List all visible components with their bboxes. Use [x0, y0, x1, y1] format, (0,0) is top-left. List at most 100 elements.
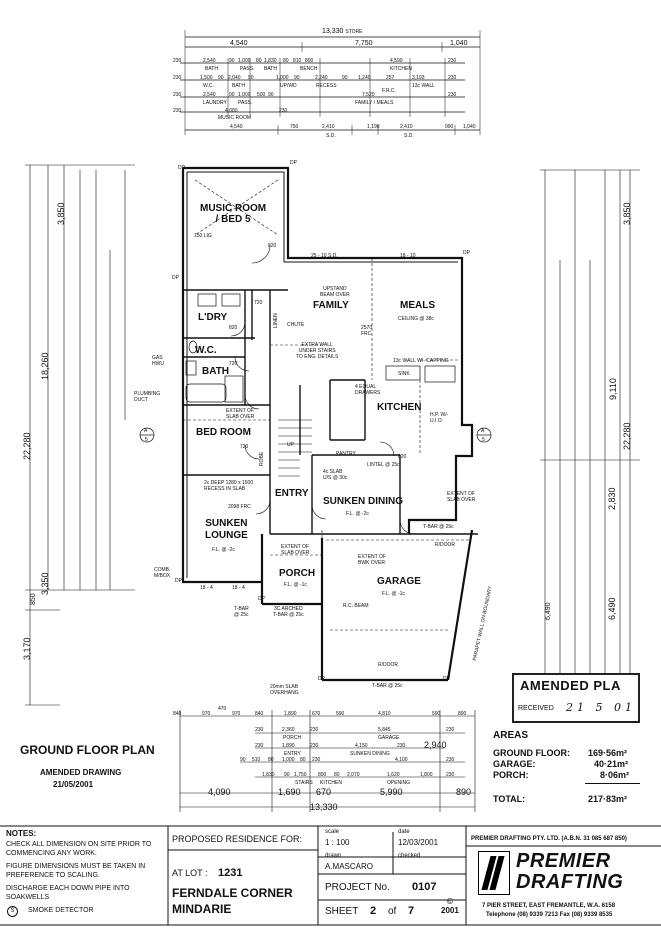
drawn-label: drawn	[325, 853, 342, 859]
room-meals: MEALS	[400, 300, 435, 311]
note-item-1: CHECK ALL DIMENSION ON SITE PRIOR TO COM…	[6, 841, 152, 857]
note-equal-drawers: 4 EQUAL DRAWERS	[355, 384, 381, 396]
bdim-r5-2: 1,750	[294, 772, 307, 778]
dim-r4-7: 230	[448, 92, 457, 98]
dim-left-3: 3,850	[56, 202, 66, 225]
dim-r4-label-0: LAUNDRY	[203, 100, 227, 106]
note-lintel: LINTEL @ 25c	[367, 462, 400, 468]
door-820-c: 820	[398, 454, 407, 460]
dim-r3-3: 2,040	[228, 75, 241, 81]
dim-r5-0: 230	[173, 108, 182, 114]
dim-r2-1: 2,540	[203, 58, 216, 64]
note-frc-2570: 2570 FRC	[361, 325, 373, 337]
note-beam-25-10: 25 - 10 S.D.	[311, 253, 338, 259]
dp-8: DP	[443, 676, 450, 682]
note-extra-wall: EXTRA WALL UNDER STAIRS TO ENG. DETAILS	[296, 342, 339, 360]
dim-r2-3: 1,000	[238, 58, 251, 64]
section-marker-right-num: 5	[482, 437, 485, 443]
dim-right-2: 9,110	[608, 378, 618, 400]
note-upstand: UPSTAND BEAM OVER	[320, 286, 350, 298]
dim-bot-label-0: S.D.	[326, 133, 336, 139]
note-linen: LINEN	[273, 313, 279, 328]
note-rc-beam: R.C. BEAM	[343, 603, 369, 609]
note-chute: CHUTE	[287, 322, 305, 328]
dp-2: DP	[290, 160, 297, 166]
door-720-a: 720	[254, 300, 263, 306]
area-garage-label: GARAGE:	[493, 759, 536, 769]
dim-r4-label-1: PASS.	[238, 100, 253, 106]
porch-fl: F.L. @ -1c	[284, 582, 307, 588]
dim-r5-1: 4,080	[225, 108, 238, 114]
smoke-detector-label: SMOKE DETECTOR	[28, 907, 94, 914]
note-beam-18-4a: 18 - 4	[200, 585, 213, 591]
note-tbar-1: T-BAR @ 25c	[234, 606, 249, 618]
dim-bot-0: 4,540	[230, 124, 243, 130]
dim-r2-6: 80	[283, 58, 289, 64]
note-tbar-2: 3C ARCHED T-BAR @ 25c	[273, 606, 304, 618]
bdim-r2-1: 2,360	[282, 727, 295, 733]
room-music: MUSIC ROOM / BED 5	[200, 203, 267, 225]
bdim-r3-1: 1,890	[282, 743, 295, 749]
at-lot-label: AT LOT :	[172, 868, 208, 878]
of-label: of	[388, 906, 397, 917]
note-extent-slab-1: EXTENT OF SLAB OVER	[226, 408, 255, 420]
project-value: 0107	[412, 881, 437, 893]
dim-r2-label-4: KITCHEN	[390, 66, 412, 72]
dim-r3-label-1: BATH	[232, 83, 245, 89]
bdim-r6-3: 5,990	[380, 787, 403, 797]
sunken-dining-fl: F.L. @ -2c	[346, 511, 369, 517]
note-tbar-4: T-BAR @ 25c	[372, 683, 403, 689]
stamp-title: AMENDED PLA	[520, 678, 621, 693]
note-plumbing-duct: PLUMBING DUCT	[134, 391, 161, 403]
note-robe: ROBE	[259, 451, 265, 466]
dim-r3-5: 1,000	[276, 75, 289, 81]
bdim-r3-5: 2,940	[424, 740, 447, 750]
dim-r2-label-0: BATH	[205, 66, 218, 72]
note-item-3: DISCHARGE EACH DOWN PIPE INTO SOAKWELLS	[6, 885, 130, 901]
dim-r2-label-3: BENCH	[300, 66, 318, 72]
dim-r2-label-1: PASS.	[240, 66, 255, 72]
dim-r3-label-5: F.R.C.	[382, 88, 396, 94]
bdim-r5-3: 800	[318, 772, 327, 778]
bdim-r6-1: 1,690	[278, 787, 301, 797]
note-extent-slab-2: EXTENT OF SLAB OVER	[447, 491, 476, 503]
room-kitchen: KITCHEN	[377, 402, 422, 413]
bdim-r1-7: 590	[336, 711, 345, 717]
room-porch: PORCH	[279, 568, 316, 579]
room-sunken-dining: SUNKEN DINING	[323, 496, 404, 507]
bdim-r5-5: 2,070	[347, 772, 360, 778]
bdim-r3-2: 230	[310, 743, 319, 749]
sheet-value: 2	[370, 905, 377, 917]
note-tbar-3: T-BAR @ 25c	[423, 524, 454, 530]
section-marker-left-num: 5	[145, 437, 148, 443]
garage-fl: F.L. @ -1c	[382, 591, 405, 597]
dim-r3-0: 230	[173, 75, 182, 81]
bdim-r6-2: 670	[316, 787, 332, 797]
scale-label: scale	[325, 829, 340, 835]
area-total-label: TOTAL:	[493, 794, 526, 804]
meals-note: CEILING @ 38c	[398, 316, 434, 322]
room-wc: W.C.	[195, 345, 217, 356]
dim-r3-6: 90	[294, 75, 300, 81]
door-820-b: 820	[229, 325, 238, 331]
bdim-r3-3: 4,150	[355, 743, 368, 749]
bdim-r3-label-0: ENTRY	[284, 751, 301, 757]
bdim-r1-4: 840	[255, 711, 264, 717]
bdim-r1-3: 970	[232, 711, 241, 717]
dim-right-4: 2,830	[607, 487, 617, 510]
bdim-r1-0: 840	[173, 711, 182, 717]
bdim-overall: 13,330	[310, 802, 338, 812]
note-beam-18-4b: 18 - 4	[232, 585, 245, 591]
note-hp-wall: H.P. W/- U.I.O.	[430, 412, 449, 424]
dim-r3-9: 1,240	[358, 75, 371, 81]
dim-r2-9: 4,590	[390, 58, 403, 64]
date-label: date	[398, 829, 410, 835]
notes-title: NOTES:	[6, 829, 37, 838]
note-comb-mbox: COMB. M/BOX	[154, 567, 171, 579]
dim-bot-3: 1,190	[367, 124, 380, 130]
dim-right-5: 6,490	[607, 597, 617, 620]
room-bath: BATH	[202, 366, 230, 377]
dim-r2-5: 1,830	[264, 58, 277, 64]
dim-right-6: 6,490	[545, 602, 552, 620]
room-entry: ENTRY	[275, 488, 309, 499]
